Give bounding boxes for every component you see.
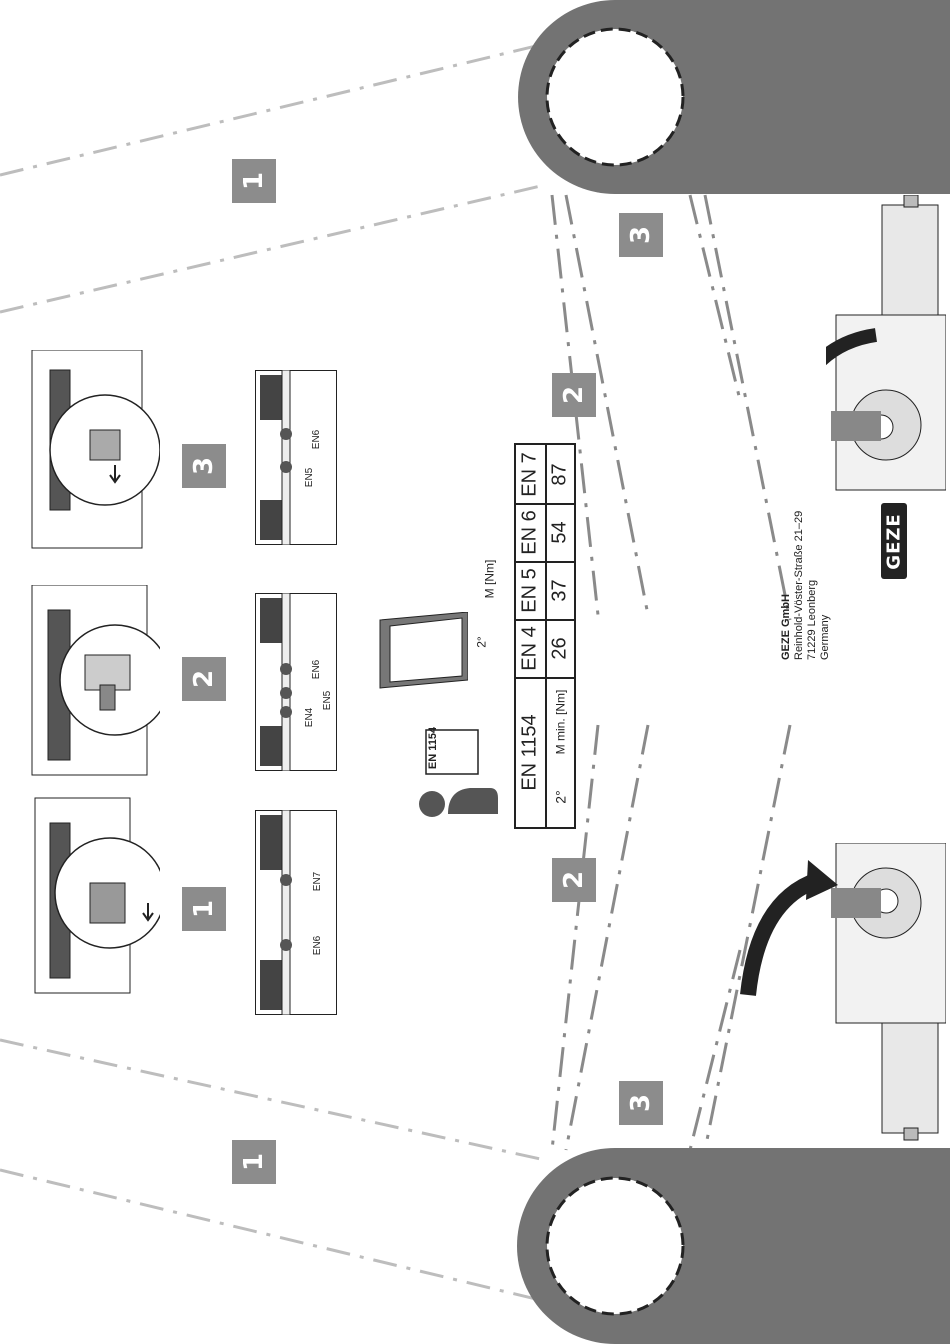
scale-label-en6-p3: EN6	[311, 430, 322, 449]
scale-label-en6-p1: EN6	[312, 936, 323, 955]
scale-label-en5-p3: EN5	[304, 468, 315, 487]
en-classification-table: EN 7 EN 6 EN 5 EN 4 EN 1154 87 54 37 26 …	[514, 443, 576, 829]
scale-label-en6-p2: EN6	[311, 660, 322, 679]
table-header-en5: EN 5	[516, 561, 545, 619]
company-address: GEZE GmbH Reinhold-Vöster-Straße 21–29 7…	[780, 420, 890, 660]
bottom-circle	[547, 1178, 683, 1314]
badge-3-top: 3	[619, 213, 663, 257]
panel-badge-2: 2	[182, 657, 226, 701]
door-closer-bottom	[826, 843, 946, 1143]
table-value-en7: 87	[547, 445, 574, 503]
door-diagram	[378, 612, 468, 690]
sign-label: EN 1154	[427, 727, 439, 769]
panel-badge-3: 3	[182, 444, 226, 488]
curved-arrow-bottom	[738, 860, 838, 1000]
door-moment: M [Nm]	[482, 560, 496, 599]
scale-label-en7-p1: EN7	[312, 872, 323, 891]
table-angle: 2°	[547, 767, 574, 827]
install-illustration-1	[30, 793, 160, 998]
table-row-label: M min. [Nm]	[547, 677, 574, 767]
scale-label-en5-p2: EN5	[322, 691, 333, 710]
company-street: Reinhold-Vöster-Straße 21–29	[793, 420, 806, 660]
badge-1-top: 1	[232, 159, 276, 203]
table-value-en5: 37	[547, 561, 574, 619]
table-value-en4: 26	[547, 619, 574, 677]
table-header-en4: EN 4	[516, 619, 545, 677]
badge-2-upper: 2	[552, 373, 596, 417]
table-value-en6: 54	[547, 503, 574, 561]
install-illustration-2	[30, 585, 160, 780]
badge-2-lower: 2	[552, 858, 596, 902]
table-header-en7: EN 7	[516, 445, 545, 503]
table-standard: EN 1154	[516, 677, 545, 827]
company-name: GEZE GmbH	[780, 420, 793, 660]
scale-panel-1	[255, 810, 337, 1015]
scale-panel-3	[255, 370, 337, 545]
scale-panel-2	[255, 593, 337, 771]
badge-3-bottom: 3	[619, 1081, 663, 1125]
top-circle	[547, 29, 683, 165]
dashed-lines-center	[552, 195, 790, 1150]
table-header-en6: EN 6	[516, 503, 545, 561]
install-illustration-3	[30, 350, 160, 550]
company-city: 71229 Leonberg	[806, 420, 819, 660]
company-country: Germany	[819, 420, 832, 660]
panel-badge-1: 1	[182, 887, 226, 931]
badge-1-bottom: 1	[232, 1140, 276, 1184]
scale-label-en4-p2: EN4	[304, 708, 315, 727]
door-angle: 2°	[475, 636, 489, 647]
